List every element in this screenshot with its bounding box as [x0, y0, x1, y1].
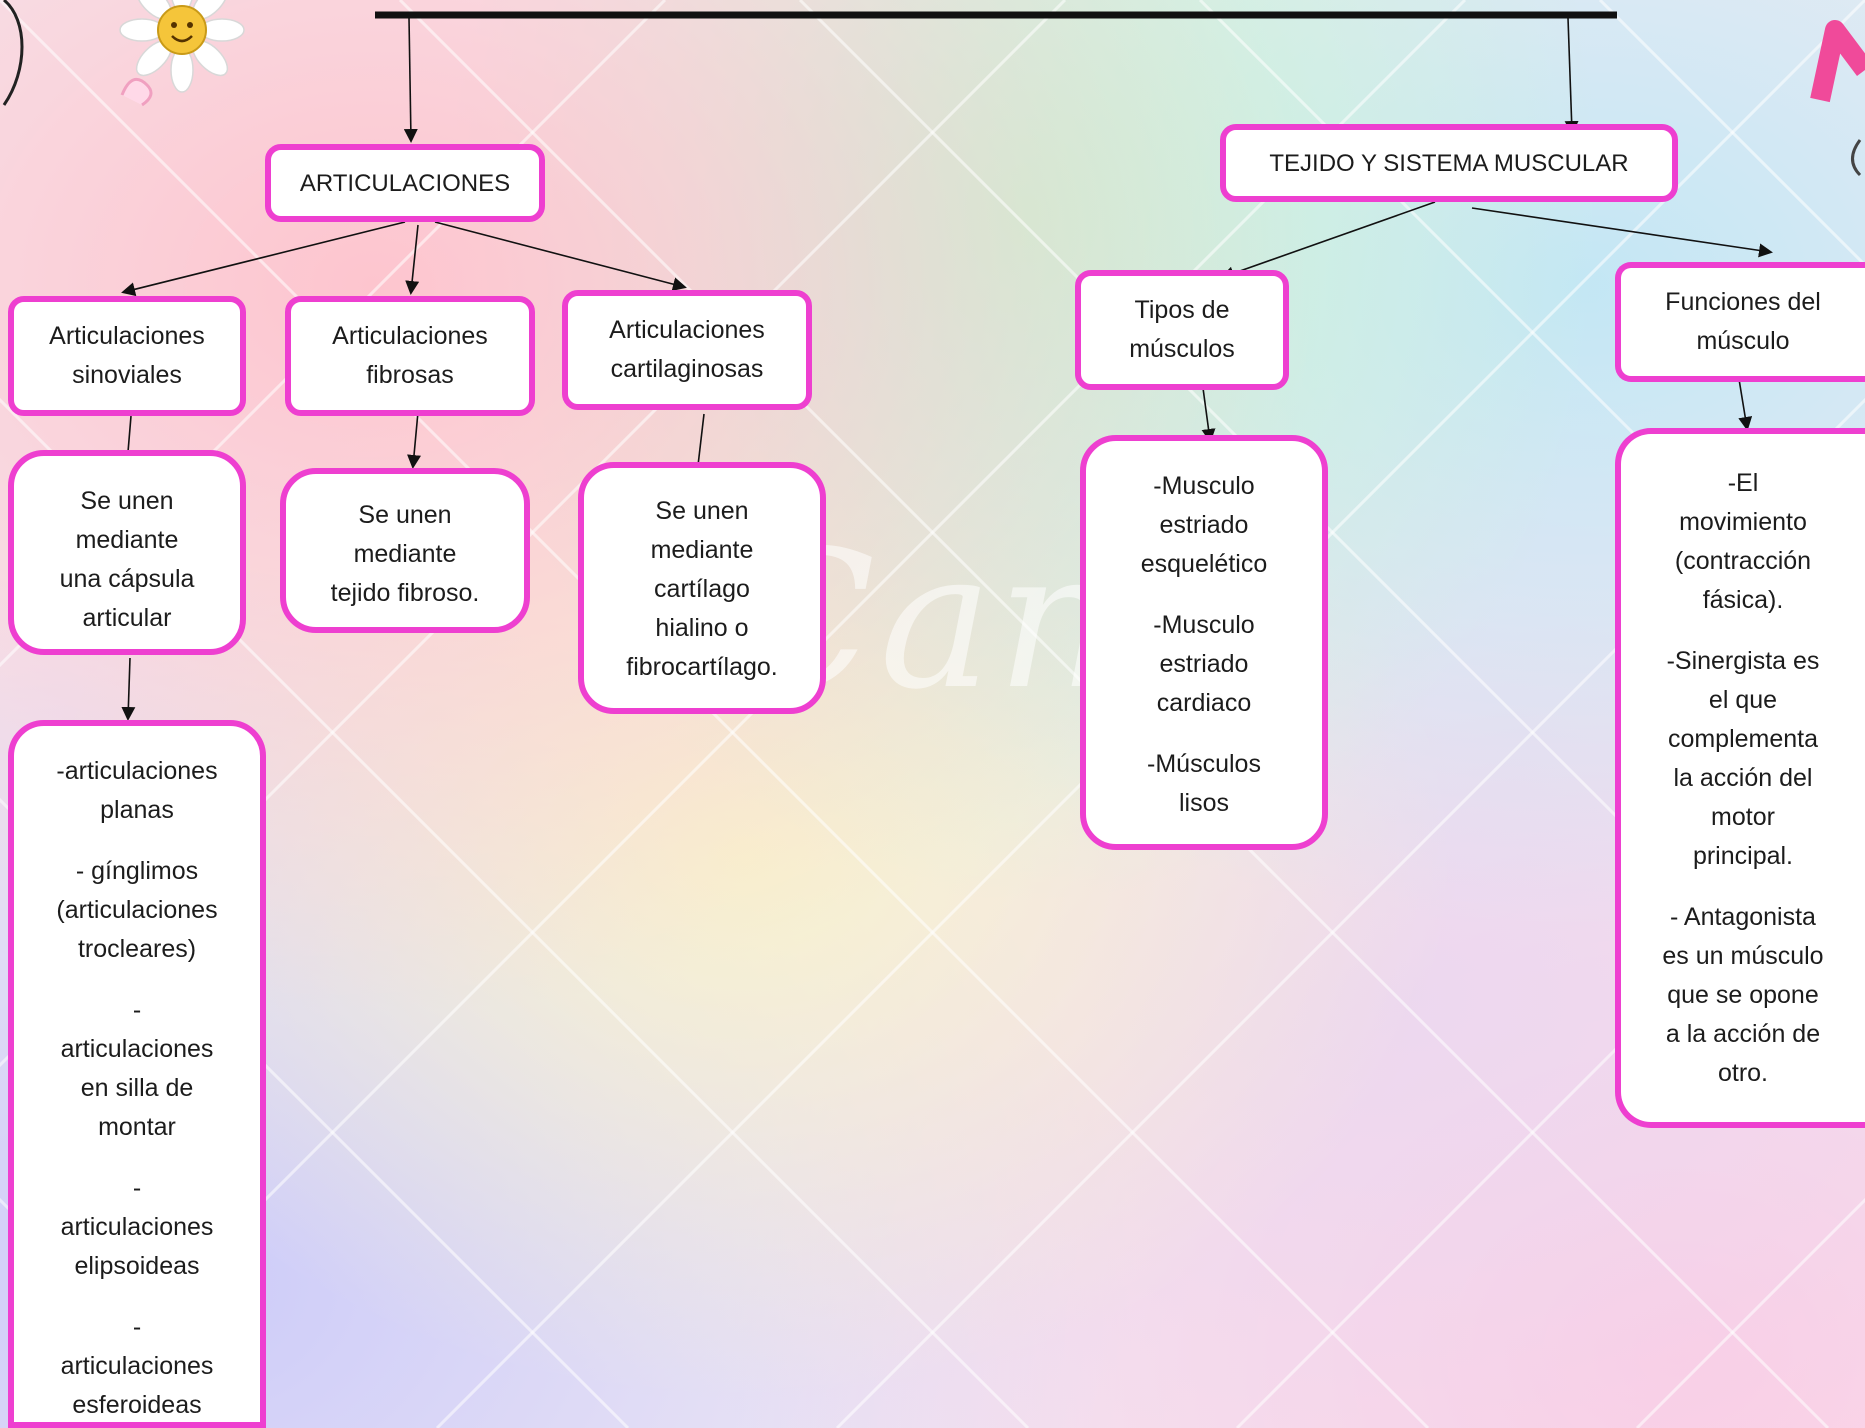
- node-articulaciones-title: ARTICULACIONES: [299, 169, 511, 197]
- bracket-decoration-icon: [2, 0, 24, 106]
- node-muscular-title: TEJIDO Y SISTEMA MUSCULAR: [1269, 149, 1629, 177]
- node-tipos-musculos: Tipos de músculos: [1075, 270, 1289, 390]
- funciones-item: -Sinergista es el que complementa la acc…: [1666, 647, 1820, 870]
- sinoviales-type-item: -articulaciones planas: [56, 757, 218, 824]
- pink-letter-decoration: [1810, 20, 1865, 177]
- sinoviales-desc: Se unen mediante una cápsula articular: [59, 487, 195, 632]
- tipos-title: Tipos de músculos: [1129, 296, 1235, 363]
- node-funciones-items: -El movimiento (contracción fásica). -Si…: [1615, 428, 1865, 1128]
- node-sinoviales-types: -articulaciones planas - gínglimos (arti…: [8, 720, 266, 1428]
- fibrosas-title: Articulaciones fibrosas: [332, 322, 488, 389]
- arrow-to-funciones: [1471, 207, 1773, 258]
- arrow-to-funciones-items: [1737, 372, 1753, 431]
- fibrosas-desc: Se unen mediante tejido fibroso.: [330, 501, 480, 607]
- funciones-title: Funciones del músculo: [1665, 288, 1821, 355]
- node-articulaciones-cartilaginosas: Articulaciones cartilaginosas: [562, 290, 812, 410]
- node-articulaciones-sinoviales: Articulaciones sinoviales: [8, 296, 246, 416]
- cartilaginosas-title: Articulaciones cartilaginosas: [609, 316, 765, 383]
- node-funciones-musculo: Funciones del músculo: [1615, 262, 1865, 382]
- arrow-to-sinoviales-types: [121, 657, 136, 721]
- node-articulaciones: ARTICULACIONES: [265, 144, 545, 222]
- arrow-to-fibrosas-desc: [407, 411, 421, 469]
- tipos-item: -Músculos lisos: [1147, 750, 1261, 817]
- tipos-item: -Musculo estriado esquelético: [1140, 472, 1268, 578]
- arrow-to-sinoviales: [121, 221, 406, 297]
- tipos-item: -Musculo estriado cardiaco: [1153, 611, 1255, 717]
- node-tejido-muscular: TEJIDO Y SISTEMA MUSCULAR: [1220, 124, 1678, 202]
- arrow-to-muscular: [1564, 17, 1579, 135]
- sinoviales-type-item: - gínglimos (articulaciones trocleares): [56, 857, 218, 963]
- funciones-item: - Antagonista es un músculo que se opone…: [1662, 903, 1824, 1087]
- node-tipos-items: -Musculo estriado esquelético -Musculo e…: [1080, 435, 1328, 850]
- sinoviales-type-item: - articulaciones en silla de montar: [60, 996, 214, 1141]
- arrow-to-tipos: [1220, 201, 1436, 280]
- arrow-to-fibrosas: [405, 224, 420, 295]
- sinoviales-title: Articulaciones sinoviales: [49, 322, 205, 389]
- cartilaginosas-desc: Se unen mediante cartílago hialino o fib…: [626, 497, 778, 681]
- funciones-item: -El movimiento (contracción fásica).: [1674, 469, 1812, 614]
- node-articulaciones-fibrosas: Articulaciones fibrosas: [285, 296, 535, 416]
- arrow-to-cartilaginosas: [434, 221, 687, 291]
- node-fibrosas-desc: Se unen mediante tejido fibroso.: [280, 468, 530, 633]
- daisy-flower-icon: [119, 0, 245, 107]
- line-sinoviales-desc: [127, 415, 132, 453]
- node-cartilaginosas-desc: Se unen mediante cartílago hialino o fib…: [578, 462, 826, 714]
- sinoviales-type-item: - articulaciones esferoideas: [60, 1313, 214, 1419]
- node-sinoviales-desc: Se unen mediante una cápsula articular: [8, 450, 246, 655]
- arrow-to-tipos-items: [1201, 387, 1216, 443]
- arrow-to-articulaciones: [403, 17, 418, 143]
- sinoviales-type-item: - articulaciones elipsoideas: [60, 1174, 214, 1280]
